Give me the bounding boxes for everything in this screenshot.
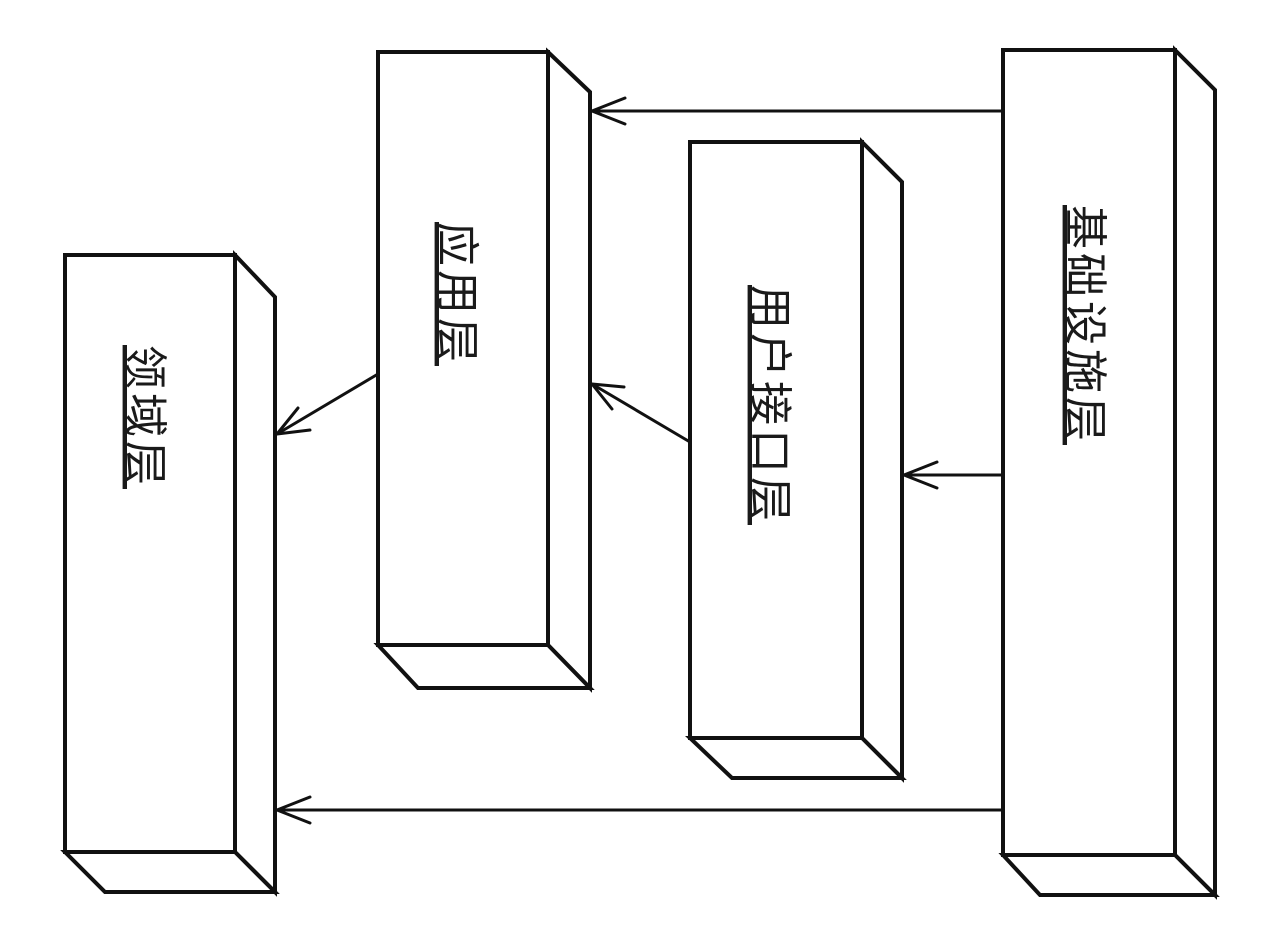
layer-box-application: 应用层 — [373, 47, 595, 693]
box-front-face — [63, 253, 237, 854]
box-side-face — [233, 250, 277, 897]
arrow-infrastructure-to-application — [590, 96, 1003, 126]
box-bottom-face — [60, 850, 280, 894]
arrowhead-icon — [590, 382, 626, 411]
layer-label-application: 应用层 — [431, 222, 482, 366]
arrowhead-icon — [275, 795, 312, 825]
box-front-face — [376, 50, 550, 647]
arrowhead-icon — [902, 460, 939, 490]
box-front-face — [688, 140, 864, 740]
box-side-face — [1173, 45, 1217, 900]
arrowhead-icon — [590, 96, 627, 126]
connector-line — [276, 372, 379, 436]
layer-label-infrastructure: 基础设施层 — [1059, 205, 1110, 445]
connector-line — [591, 382, 691, 444]
layer-label-domain: 领域层 — [119, 345, 170, 489]
box-side-face — [546, 47, 592, 693]
layer-box-infrastructure: 基础设施层 — [998, 45, 1220, 900]
layer-label-user-interface: 用户接口层 — [744, 285, 795, 525]
box-bottom-face — [685, 736, 907, 780]
box-side-face — [860, 137, 904, 783]
arrow-application-to-domain — [275, 372, 379, 436]
arrow-infrastructure-to-domain — [275, 795, 1003, 825]
layer-box-domain: 领域层 — [60, 250, 280, 897]
arrow-user-interface-to-application — [590, 382, 691, 444]
box-front-face — [1001, 48, 1177, 857]
box-bottom-face — [998, 853, 1220, 897]
layer-box-user-interface: 用户接口层 — [685, 137, 907, 783]
arrowhead-icon — [275, 406, 312, 436]
arrow-infrastructure-to-user-interface — [902, 460, 1003, 490]
